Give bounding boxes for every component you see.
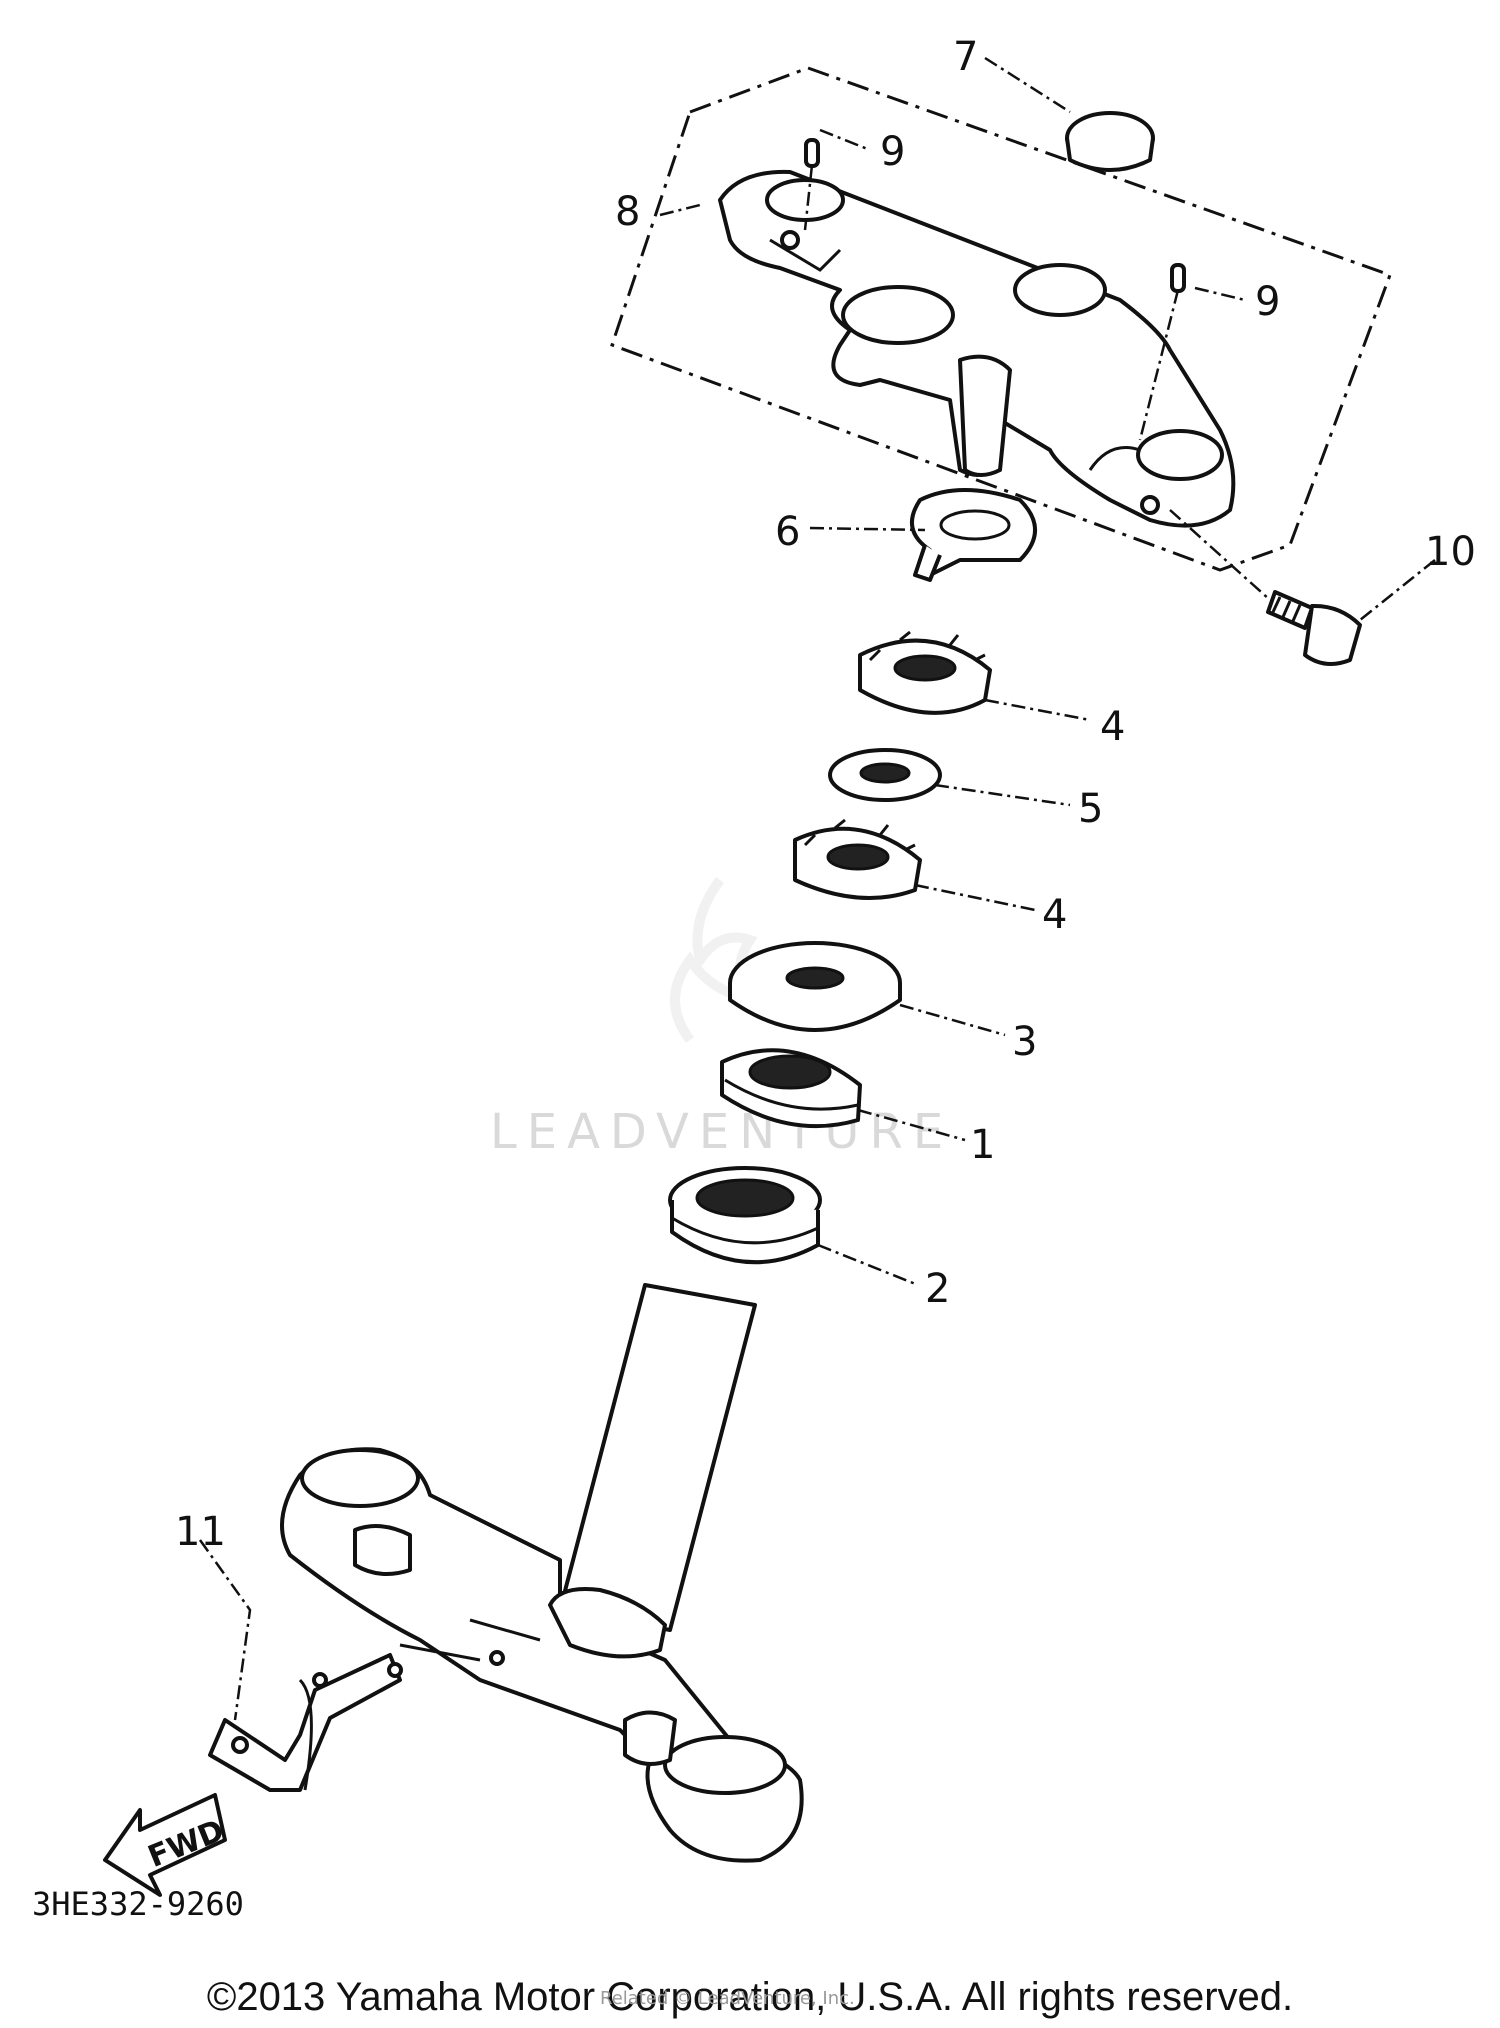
fwd-arrow-icon: FWD (103, 1793, 229, 1897)
part-10-bolt (1266, 590, 1362, 666)
callout-2: 2 (925, 1266, 950, 1312)
watermark-small-text: Related © LeadVenture, Inc. (600, 1988, 855, 2009)
callout-1: 1 (970, 1122, 995, 1168)
watermark-text: LEADVENTURE (490, 1104, 953, 1160)
part-11-bracket (208, 1653, 403, 1792)
part-9-pin-left (804, 138, 820, 168)
part-2-bearing-lower (668, 1166, 822, 1265)
callout-5: 5 (1078, 786, 1103, 832)
watermark-logo (670, 877, 762, 1043)
callout-7: 7 (953, 34, 978, 80)
callout-8: 8 (615, 189, 640, 235)
part-4-ring-nut-lower (793, 818, 922, 900)
part-9-pin-right (1170, 263, 1186, 293)
callout-4-lower: 4 (1042, 892, 1067, 938)
copyright-notice: ©2013 Yamaha Motor Corporation, U.S.A. A… (206, 1975, 1294, 2019)
part-7-cap-nut (1065, 111, 1155, 172)
callouts: 7 9 8 9 6 10 4 5 4 3 1 2 11 (175, 34, 1476, 1555)
part-6-lock-washer (910, 488, 1037, 582)
lower-bracket-assembly (280, 1283, 804, 1863)
callout-11: 11 (175, 1509, 226, 1555)
assembly-outline (610, 66, 1392, 572)
part-8-upper-bracket (718, 169, 1236, 528)
callout-10: 10 (1425, 529, 1476, 575)
part-4-ring-nut-upper (858, 630, 992, 715)
figure-code: 3HE332-9260 (32, 1885, 244, 1923)
callout-9-upper: 9 (880, 129, 905, 175)
callout-4-upper: 4 (1100, 704, 1125, 750)
part-3-cover (728, 941, 902, 1032)
callout-9-right: 9 (1255, 279, 1280, 325)
leader-lines (198, 56, 1436, 1721)
callout-6: 6 (775, 509, 800, 555)
callout-3: 3 (1012, 1019, 1037, 1065)
part-5-washer (828, 748, 942, 802)
part-1-bearing (720, 1048, 862, 1129)
